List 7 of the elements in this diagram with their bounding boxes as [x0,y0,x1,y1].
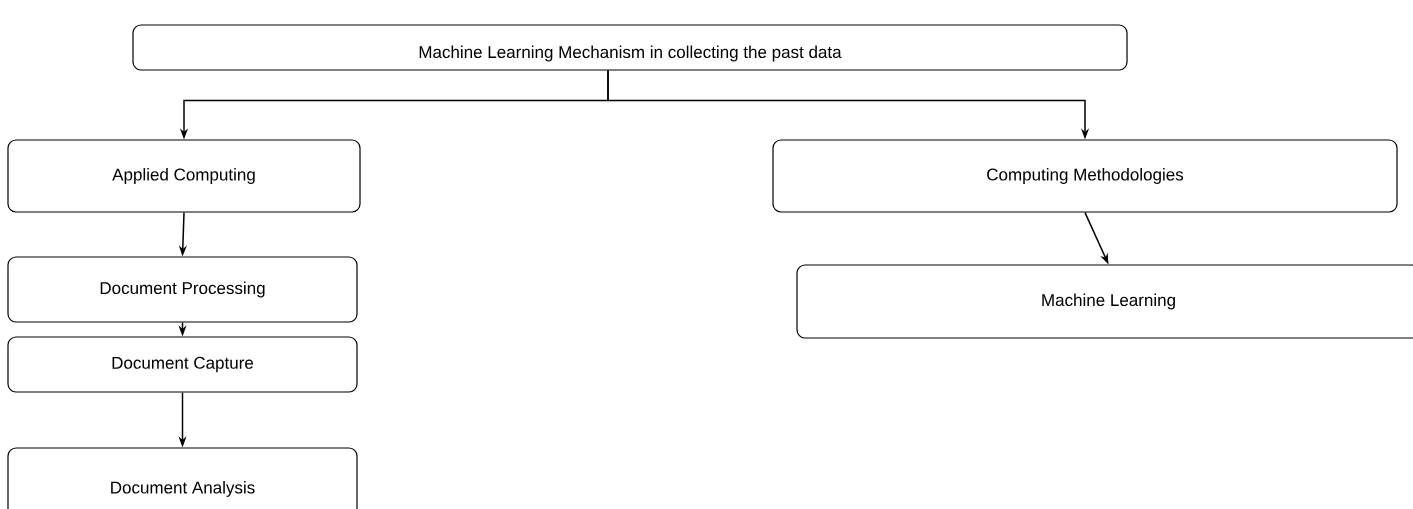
process-box: Computing Methodologies [772,139,1398,213]
title-box: Machine Learning Mechanism in collecting the past data [132,24,1128,71]
process-box: Document Analysis [7,447,358,509]
process-box: Document Processing [7,256,358,323]
process-box: Machine Learning [796,264,1413,339]
process-box: Document Capture [7,336,358,393]
process-box: Applied Computing [7,139,361,213]
